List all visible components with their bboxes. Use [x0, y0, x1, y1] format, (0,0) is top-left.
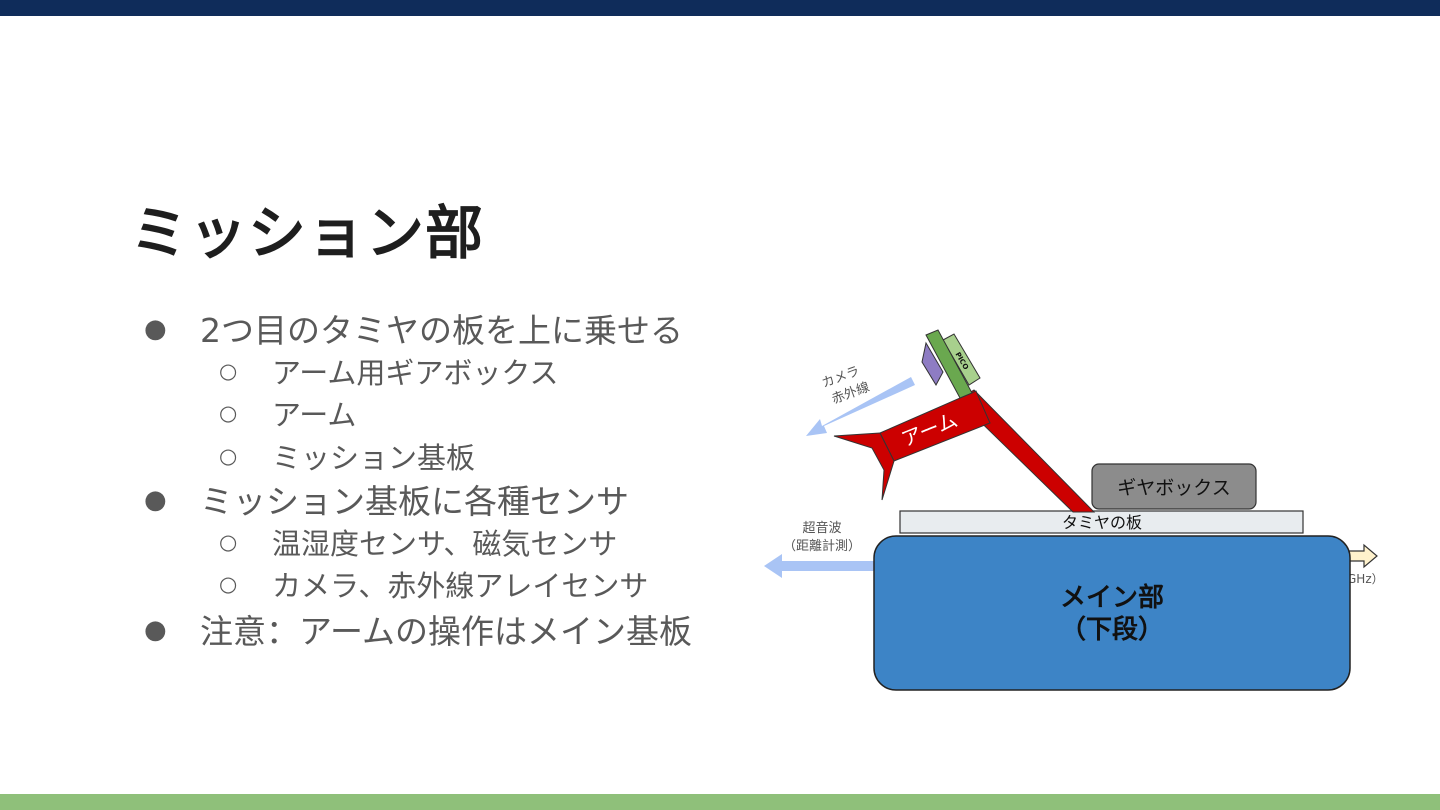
sub-bullet-item: アーム用ギアボックス [272, 356, 559, 390]
gearbox-label: ギヤボックス [1117, 477, 1230, 499]
sub-bullet-item: アーム [272, 398, 357, 432]
camera-arrow-shape [806, 377, 915, 436]
bullet-item: 2つ目のタミヤの板を上に乗せる [200, 311, 683, 350]
ultrasonic-arrow-shape [764, 554, 880, 578]
ultrasonic-label-2: （距離計測） [783, 538, 861, 554]
right-partial-label: GHz） [1347, 572, 1384, 586]
ultrasonic-arrow [764, 554, 880, 578]
pico-board [942, 333, 981, 386]
bullet-item: ミッション基板に各種センサ [200, 482, 629, 521]
camera-module [921, 341, 944, 387]
pico-stick [925, 329, 973, 399]
bullet-item: 注意：アームの操作はメイン基板 [200, 612, 693, 651]
tamiya-plate-label: タミヤの板 [1062, 513, 1142, 532]
sub-bullet-marker: ○ [219, 359, 238, 383]
sub-bullet-item: カメラ、赤外線アレイセンサ [272, 569, 649, 603]
bottom-accent-bar [0, 794, 1440, 810]
sub-bullet-marker: ○ [219, 401, 238, 425]
camera-arrow [806, 377, 915, 436]
sub-bullet-marker: ○ [219, 444, 238, 468]
bullet-list: ● 2つ目のタミヤの板を上に乗せる ○ アーム用ギアボックス ○ アーム ○ ミ… [0, 0, 760, 700]
sub-bullet-marker: ○ [219, 572, 238, 596]
sub-bullet-marker: ○ [219, 530, 238, 554]
ultrasonic-label-1: 超音波 [802, 520, 841, 536]
bullet-marker: ● [144, 615, 167, 645]
slide-title: ミッション部 [130, 199, 485, 267]
sub-bullet-item: 温湿度センサ、磁気センサ [272, 527, 618, 561]
gearbox [1091, 463, 1257, 510]
top-accent-bar [0, 0, 1440, 16]
arm-gripper [833, 432, 895, 501]
main-body [873, 535, 1351, 691]
bullet-marker: ● [144, 485, 167, 515]
main-body-label-2: （下段） [1060, 614, 1164, 645]
sub-bullet-item: ミッション基板 [272, 441, 476, 475]
tamiya-plate [899, 510, 1304, 534]
bullet-marker: ● [144, 314, 167, 344]
main-body-label-1: メイン部 [1060, 583, 1164, 613]
